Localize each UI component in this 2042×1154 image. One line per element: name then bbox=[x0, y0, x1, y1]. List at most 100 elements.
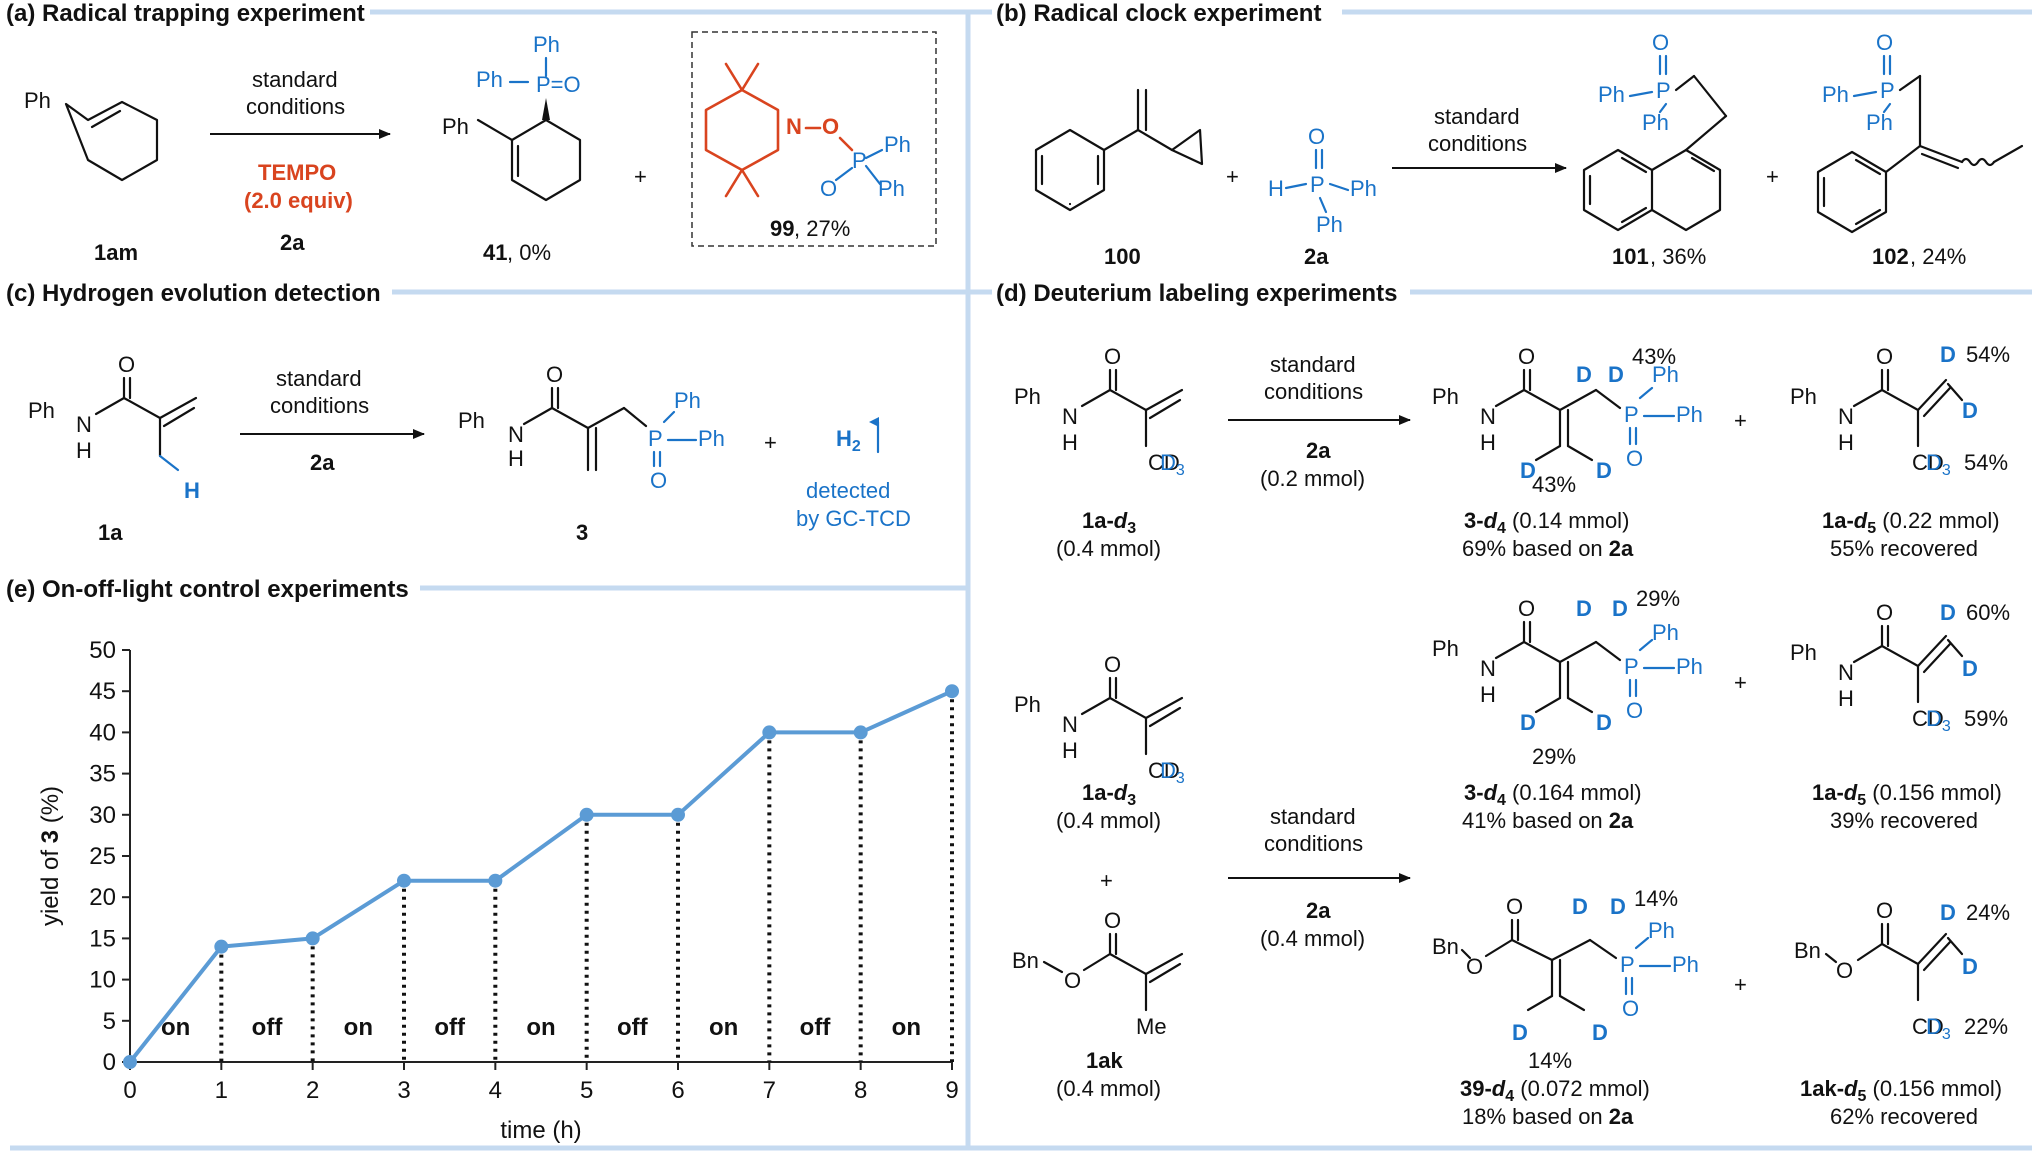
plus-d-mid: + bbox=[1100, 868, 1113, 893]
structure-3-d4-r2: O Ph N H D D 29% D D 29% P Ph Ph bbox=[1432, 586, 1703, 833]
cond-d1b: conditions bbox=[1264, 379, 1363, 404]
svg-text:Ph: Ph bbox=[1652, 620, 1679, 645]
svg-text:N: N bbox=[1062, 404, 1078, 429]
svg-text:D3: D3 bbox=[1160, 450, 1185, 479]
svg-text:D: D bbox=[1940, 342, 1956, 367]
svg-text:Ph: Ph bbox=[1432, 384, 1459, 409]
cond-d2b: conditions bbox=[1264, 831, 1363, 856]
segment-label: on bbox=[344, 1014, 373, 1041]
pct-bottom-r1: 43% bbox=[1532, 472, 1576, 497]
reagent-d2: 2a bbox=[1306, 898, 1331, 923]
svg-text:N: N bbox=[76, 412, 92, 437]
svg-text:O: O bbox=[546, 362, 563, 387]
yield-41: , 0% bbox=[507, 240, 551, 265]
svg-text:Ph: Ph bbox=[1432, 636, 1459, 661]
cond-c2: conditions bbox=[270, 393, 369, 418]
structure-2a: O P H Ph Ph 2a bbox=[1268, 124, 1377, 269]
svg-text:D: D bbox=[1962, 656, 1978, 681]
svg-text:O: O bbox=[1104, 652, 1121, 677]
detect-line2: by GC-TCD bbox=[796, 506, 911, 531]
label-1am: 1am bbox=[94, 240, 138, 265]
svg-text:Ph: Ph bbox=[878, 176, 905, 201]
svg-text:N: N bbox=[508, 422, 524, 447]
label-99: 99 bbox=[770, 216, 794, 241]
svg-text:O: O bbox=[650, 468, 667, 493]
data-point bbox=[853, 725, 868, 740]
segment-label: off bbox=[252, 1014, 284, 1041]
yield-3-d4-r2: 41% based on 2a bbox=[1462, 808, 1634, 833]
label-1a-d5-r1: 1a-d5 (0.22 mmol) bbox=[1822, 508, 2000, 537]
svg-text:O: O bbox=[822, 114, 839, 139]
svg-text:O: O bbox=[820, 176, 837, 201]
svg-text:N: N bbox=[786, 114, 802, 139]
svg-text:D: D bbox=[1610, 894, 1626, 919]
amount-1a-d3-r2: (0.4 mmol) bbox=[1056, 808, 1161, 833]
label-1a-c: 1a bbox=[98, 520, 123, 545]
pct-top-r1: 43% bbox=[1632, 344, 1676, 369]
atom-ph: Ph bbox=[24, 88, 51, 113]
y-tick-label: 50 bbox=[89, 637, 116, 664]
label-3-d4-r2: 3-d4 (0.164 mmol) bbox=[1464, 780, 1642, 809]
label-100: 100 bbox=[1104, 244, 1141, 269]
label-1ak: 1ak bbox=[1086, 1048, 1123, 1073]
reagent-d1-amt: (0.2 mmol) bbox=[1260, 466, 1365, 491]
pct-top-r3: 14% bbox=[1634, 886, 1678, 911]
svg-text:O: O bbox=[1876, 30, 1893, 55]
pct-r2-bottom: 59% bbox=[1964, 706, 2008, 731]
svg-text:Ph: Ph bbox=[1790, 384, 1817, 409]
recovered-r3: 62% recovered bbox=[1830, 1104, 1978, 1129]
reagent-c: 2a bbox=[310, 450, 335, 475]
plus-b2: + bbox=[1766, 164, 1779, 189]
cond-b1: standard bbox=[1434, 104, 1520, 129]
pct-r1-bottom: 54% bbox=[1964, 450, 2008, 475]
svg-text:H: H bbox=[76, 438, 92, 463]
svg-text:N: N bbox=[1062, 712, 1078, 737]
segment-label: off bbox=[617, 1014, 649, 1041]
svg-text:D3: D3 bbox=[1160, 758, 1185, 787]
x-tick-label: 1 bbox=[215, 1077, 228, 1104]
svg-text:D3: D3 bbox=[1926, 1014, 1951, 1043]
panel-b: (b) Radical clock experiment 100 + O P H… bbox=[996, 0, 2024, 269]
svg-text:O: O bbox=[1064, 968, 1081, 993]
y-tick-label: 5 bbox=[103, 1008, 116, 1035]
y-tick-label: 40 bbox=[89, 719, 116, 746]
y-tick-label: 35 bbox=[89, 761, 116, 788]
structure-102: O P Ph Ph 102 , 24% bbox=[1816, 30, 2024, 269]
amount-1ak: (0.4 mmol) bbox=[1056, 1076, 1161, 1101]
structure-99: N O P Ph Ph O 99 , 27% bbox=[704, 62, 911, 241]
svg-text:Ph: Ph bbox=[698, 426, 725, 451]
x-tick-label: 4 bbox=[489, 1077, 502, 1104]
data-point bbox=[305, 931, 320, 946]
svg-text:O: O bbox=[1104, 344, 1121, 369]
svg-text:H: H bbox=[1480, 430, 1496, 455]
svg-text:O: O bbox=[1626, 698, 1643, 723]
plus-d2: + bbox=[1734, 670, 1747, 695]
pct-bottom-r3: 14% bbox=[1528, 1048, 1572, 1073]
svg-text:P: P bbox=[1624, 402, 1639, 427]
pct-r1-top: 54% bbox=[1966, 342, 2010, 367]
svg-text:H: H bbox=[1062, 430, 1078, 455]
svg-text:D: D bbox=[1512, 1020, 1528, 1045]
svg-text:CD: CD bbox=[1912, 1014, 1944, 1039]
svg-text:D: D bbox=[1596, 458, 1612, 483]
panel-d: (d) Deuterium labeling experiments O Ph … bbox=[996, 280, 2010, 1129]
svg-text:O: O bbox=[1622, 996, 1639, 1021]
svg-text:D: D bbox=[1608, 362, 1624, 387]
svg-text:D: D bbox=[1962, 398, 1978, 423]
yield-3-d4-r1: 69% based on 2a bbox=[1462, 536, 1634, 561]
structure-3-d4-r1: O Ph N H D D 43% D D 43% P Ph Ph bbox=[1432, 344, 1703, 561]
reagent-d2-amt: (0.4 mmol) bbox=[1260, 926, 1365, 951]
svg-text:Bn: Bn bbox=[1432, 934, 1459, 959]
svg-text:P=O: P=O bbox=[536, 72, 581, 97]
data-point bbox=[945, 684, 959, 699]
pct-r3-bottom: 22% bbox=[1964, 1014, 2008, 1039]
svg-text:O: O bbox=[1836, 958, 1853, 983]
structure-100: 100 bbox=[1034, 88, 1204, 269]
svg-text:Ph: Ph bbox=[1598, 82, 1625, 107]
y-tick-label: 25 bbox=[89, 843, 116, 870]
svg-text:D: D bbox=[1962, 954, 1978, 979]
pct-r3-top: 24% bbox=[1966, 900, 2010, 925]
svg-text:Ph: Ph bbox=[28, 398, 55, 423]
svg-text:O: O bbox=[1308, 124, 1325, 149]
